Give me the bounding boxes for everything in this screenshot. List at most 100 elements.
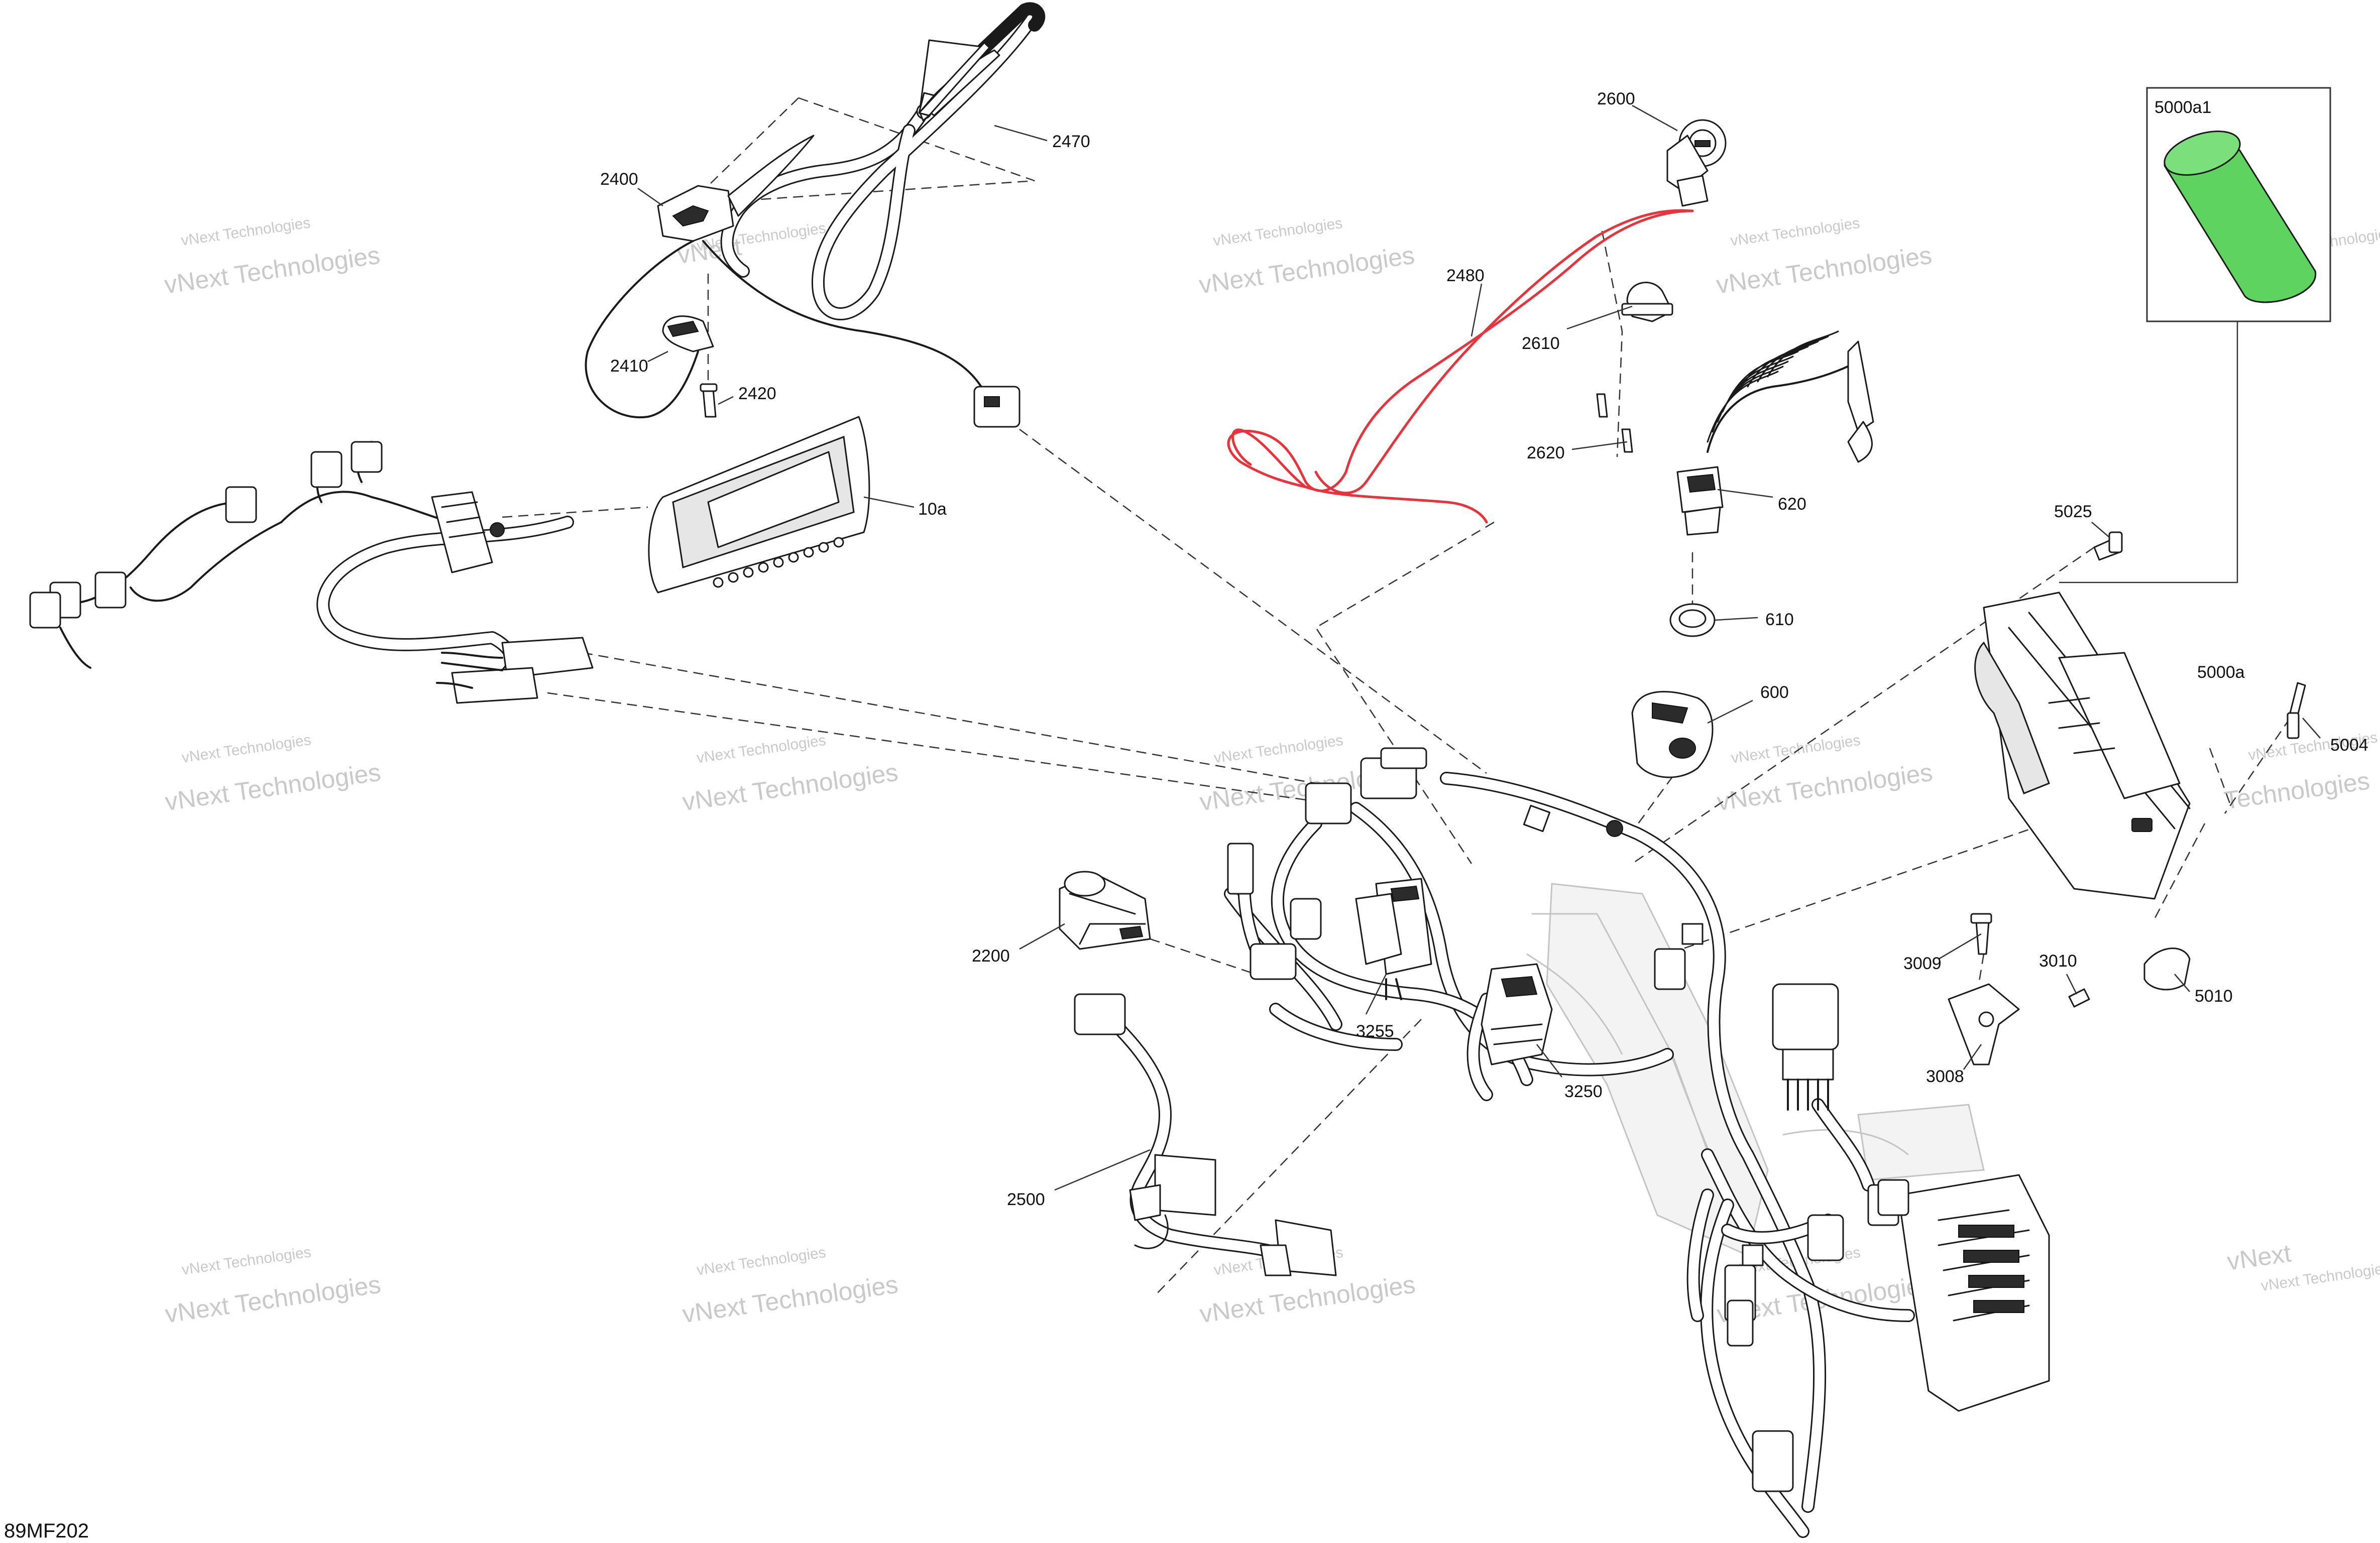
screw-icon bbox=[1621, 428, 1633, 453]
part-3250 bbox=[1481, 963, 1553, 1065]
watermark-line: vNext Technologies bbox=[163, 1270, 382, 1329]
connector-icon bbox=[1290, 898, 1322, 940]
watermark-line: vNext Technologies bbox=[1212, 215, 1344, 250]
bracket-icon bbox=[1948, 983, 2020, 1065]
part-620 bbox=[1676, 330, 1874, 536]
nut-icon bbox=[1669, 603, 1716, 637]
callouts: 2470 2400 2410 2420 10a 2600 2480 2610 2… bbox=[600, 89, 2368, 1209]
connector-icon bbox=[1752, 1430, 1794, 1492]
callout-2410[interactable]: 2410 bbox=[610, 357, 648, 376]
watermark-line: vNext Technologies bbox=[696, 732, 827, 767]
callout-3250[interactable]: 3250 bbox=[1564, 1082, 1603, 1101]
watermark: vNext Technologies vNext Technologies bbox=[163, 732, 382, 816]
callout-10a[interactable]: 10a bbox=[918, 500, 947, 519]
watermark-line: vNext Technologies bbox=[1730, 732, 1862, 767]
watermark-line: vNext Technologies bbox=[163, 758, 382, 816]
part-3009 bbox=[1970, 913, 1992, 955]
watermark: vNext Technologies vNext Technologies bbox=[681, 1244, 899, 1329]
part-5000a1 bbox=[2059, 87, 2331, 583]
watermark-line: vNext Technologies bbox=[1213, 732, 1344, 767]
watermark-line: vNext Technologies bbox=[1715, 758, 1934, 816]
watermark: vNext Technologies vNext Technologies bbox=[1715, 215, 1934, 299]
connector-icon bbox=[1807, 1214, 1844, 1261]
connector-icon bbox=[1250, 943, 1297, 980]
part-2200 bbox=[1059, 871, 1151, 950]
part-3255 bbox=[1355, 878, 1432, 1000]
callout-2480[interactable]: 2480 bbox=[1446, 266, 1485, 285]
callout-5025[interactable]: 5025 bbox=[2054, 502, 2092, 521]
watermark: vNext Technologies vNext Technologies bbox=[681, 732, 899, 816]
callout-3255[interactable]: 3255 bbox=[1356, 1022, 1394, 1041]
part-3008 bbox=[1948, 983, 2020, 1065]
part-5004 bbox=[2287, 682, 2306, 739]
part-3010 bbox=[2068, 988, 2090, 1008]
callout-3009[interactable]: 3009 bbox=[1903, 954, 1942, 973]
callout-2470[interactable]: 2470 bbox=[1052, 132, 1090, 151]
connector-icon bbox=[225, 486, 257, 523]
watermark-line: vNext Technologies bbox=[181, 732, 312, 766]
callout-2610[interactable]: 2610 bbox=[1522, 334, 1560, 353]
connector-icon bbox=[29, 591, 61, 629]
watermark-line: vNext Technologies bbox=[681, 758, 899, 816]
watermark-line: vNext Technologies bbox=[1198, 1270, 1417, 1329]
fuse-box-icon bbox=[1897, 1174, 2050, 1412]
connector-icon bbox=[1227, 843, 1254, 895]
part-2620 bbox=[1596, 393, 1633, 453]
watermark: vNext vNext Technologies bbox=[2225, 1239, 2380, 1294]
part-5025 bbox=[2093, 531, 2123, 561]
watermark-line: Technologies bbox=[2222, 766, 2371, 814]
part-2600 bbox=[1666, 119, 1727, 207]
screw-icon bbox=[702, 388, 717, 418]
leader-lines bbox=[637, 104, 2321, 1191]
watermark-line: vNext Technologies bbox=[681, 1270, 899, 1329]
callout-2620[interactable]: 2620 bbox=[1527, 443, 1565, 462]
callout-2400[interactable]: 2400 bbox=[600, 170, 638, 189]
sensor-icon bbox=[2289, 682, 2306, 717]
connector-icon bbox=[94, 571, 127, 609]
part-2500 bbox=[1074, 993, 1337, 1276]
watermark: vNext Technologies vNext Technologies bbox=[1197, 215, 1416, 299]
callout-5000a[interactable]: 5000a bbox=[2197, 663, 2245, 682]
watermark-line: vNext Technologies bbox=[163, 241, 382, 299]
part-5000a bbox=[1974, 591, 2191, 900]
part-610 bbox=[1669, 603, 1716, 637]
callout-620[interactable]: 620 bbox=[1778, 495, 1806, 514]
callout-5010[interactable]: 5010 bbox=[2195, 987, 2233, 1006]
part-2410 bbox=[662, 315, 714, 352]
part-2480 bbox=[1227, 209, 1694, 524]
left-harness bbox=[29, 441, 594, 704]
connector-icon bbox=[310, 451, 343, 488]
connector-icon bbox=[1074, 993, 1126, 1035]
callout-610[interactable]: 610 bbox=[1765, 610, 1794, 629]
connector-icon bbox=[1305, 782, 1352, 824]
part-2400 bbox=[585, 135, 1021, 428]
highlighted-wire bbox=[1227, 209, 1694, 524]
callout-3008[interactable]: 3008 bbox=[1926, 1067, 1964, 1086]
callout-2500[interactable]: 2500 bbox=[1007, 1190, 1045, 1209]
callout-3010[interactable]: 3010 bbox=[2039, 952, 2077, 971]
connector-icon bbox=[451, 667, 538, 704]
assembly-lines bbox=[502, 97, 2291, 1296]
watermark-line: vNext Technologies bbox=[1715, 241, 1934, 299]
watermark: vNext Technologies vNext Technologies bbox=[163, 214, 382, 299]
callout-5000a1[interactable]: 5000a1 bbox=[2155, 98, 2211, 117]
callout-5004[interactable]: 5004 bbox=[2330, 736, 2368, 755]
callout-2200[interactable]: 2200 bbox=[972, 946, 1010, 966]
callout-2600[interactable]: 2600 bbox=[1597, 89, 1635, 108]
callout-600[interactable]: 600 bbox=[1760, 683, 1789, 702]
part-2420 bbox=[700, 383, 718, 418]
connector-icon bbox=[431, 491, 493, 573]
part-2610 bbox=[1621, 282, 1673, 322]
screw-icon bbox=[1975, 920, 1990, 955]
screw-icon bbox=[1596, 393, 1608, 418]
nut-icon bbox=[2068, 988, 2090, 1008]
watermark-line: vNext Technologies bbox=[1197, 241, 1416, 299]
callout-2420[interactable]: 2420 bbox=[738, 384, 776, 403]
watermark-line: vNext Technologies bbox=[1730, 215, 1861, 250]
relay-box-icon bbox=[1772, 983, 1839, 1050]
watermark-line: vNext Technologies bbox=[696, 1244, 827, 1279]
watermark-line: vNext Technologies bbox=[181, 1244, 312, 1278]
diagram-id: 89MF202 bbox=[4, 1520, 89, 1542]
part-600 bbox=[1631, 691, 1714, 778]
connector-icon bbox=[1654, 948, 1686, 990]
